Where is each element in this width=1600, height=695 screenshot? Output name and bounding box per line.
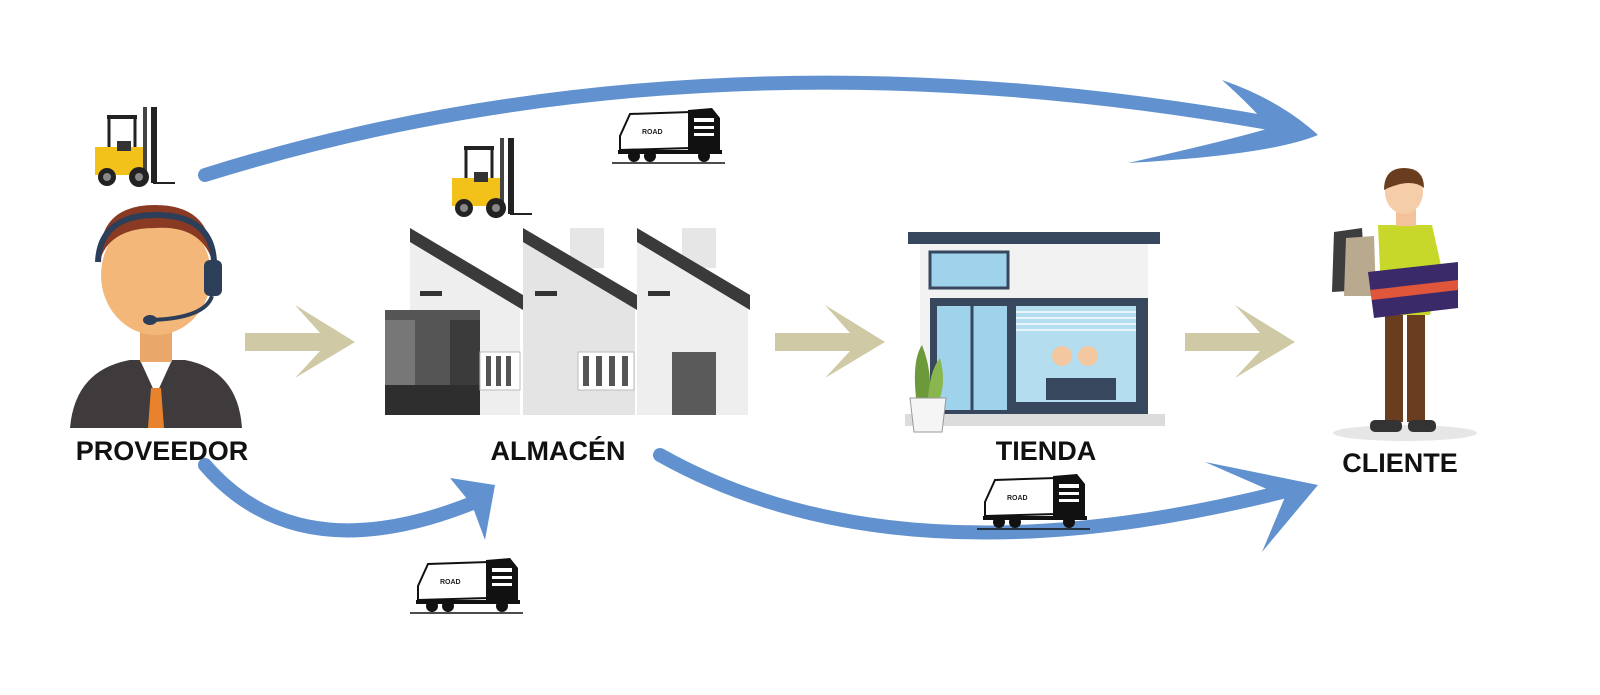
- svg-text:ROAD: ROAD: [440, 579, 461, 586]
- truck-icon: ROAD: [976, 473, 1091, 530]
- svg-text:ROAD: ROAD: [642, 129, 663, 136]
- arrow-almacen-to-cliente: [653, 448, 1318, 552]
- svg-text:ROAD: ROAD: [1007, 495, 1028, 502]
- forklift-icon: [450, 136, 534, 220]
- label-proveedor: PROVEEDOR: [76, 436, 249, 466]
- truck-icon: ROAD: [409, 557, 524, 614]
- customer-icon: [1332, 168, 1477, 441]
- step-arrow-1: [245, 305, 355, 378]
- arrow-proveedor-to-almacen: [198, 458, 495, 540]
- step-arrow-3: [1185, 305, 1295, 378]
- supplier-agent-icon: [70, 205, 242, 428]
- step-arrow-2: [775, 305, 885, 378]
- label-almacen: ALMACÉN: [491, 435, 626, 466]
- label-cliente: CLIENTE: [1342, 448, 1458, 478]
- arrow-proveedor-to-cliente: [198, 75, 1318, 182]
- store-icon: [905, 232, 1165, 433]
- forklift-icon: [93, 105, 177, 189]
- warehouse-factory-icon: [385, 228, 750, 415]
- truck-icon: ROAD: [611, 107, 726, 164]
- label-tienda: TIENDA: [996, 436, 1097, 466]
